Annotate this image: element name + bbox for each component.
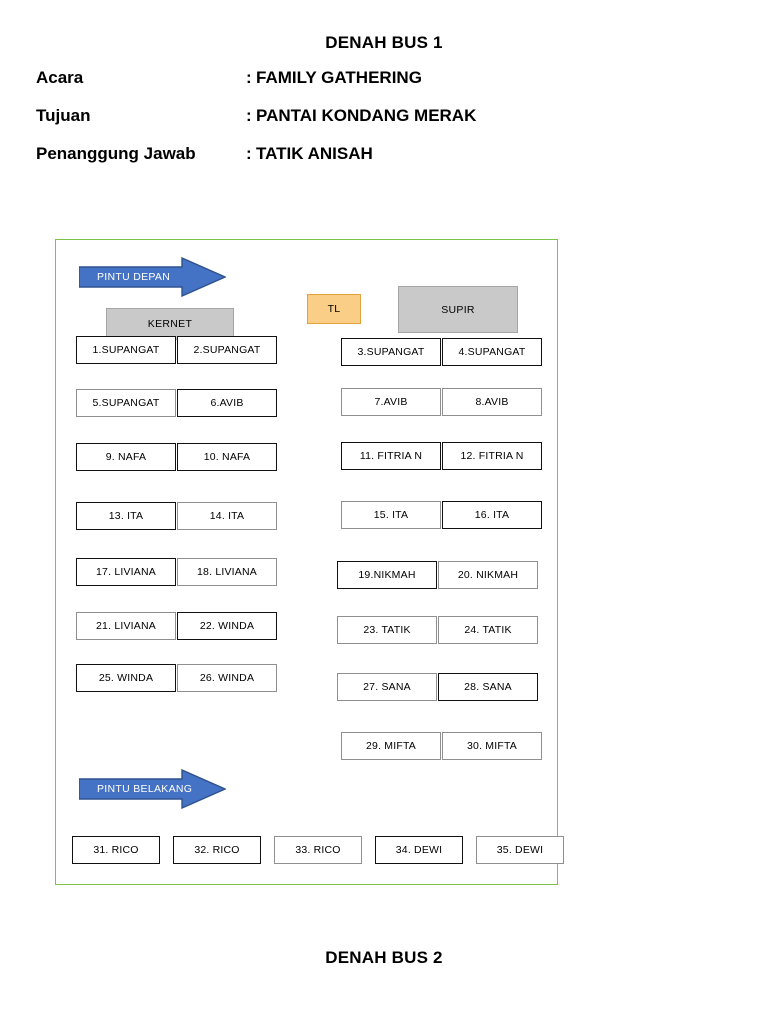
info-label-tujuan: Tujuan bbox=[36, 106, 91, 125]
info-label-penanggung-jawab: Penanggung Jawab bbox=[36, 144, 196, 163]
info-label-acara: Acara bbox=[36, 68, 84, 87]
seat-9[interactable]: 9. NAFA bbox=[76, 443, 176, 471]
seat-1[interactable]: 1.SUPANGAT bbox=[76, 336, 176, 364]
seat-row-3-4: 3.SUPANGAT 4.SUPANGAT bbox=[341, 338, 542, 366]
seat-15[interactable]: 15. ITA bbox=[341, 501, 441, 529]
seat-12[interactable]: 12. FITRIA N bbox=[442, 442, 542, 470]
seat-row-19-20: 19.NIKMAH 20. NIKMAH bbox=[337, 561, 538, 589]
seat-28[interactable]: 28. SANA bbox=[438, 673, 538, 701]
info-separator-tujuan: : bbox=[246, 106, 252, 125]
seat-23[interactable]: 23. TATIK bbox=[337, 616, 437, 644]
seat-31[interactable]: 31. RICO bbox=[72, 836, 160, 864]
seat-32[interactable]: 32. RICO bbox=[173, 836, 261, 864]
seat-row-13-14: 13. ITA 14. ITA bbox=[76, 502, 277, 530]
seat-17[interactable]: 17. LIVIANA bbox=[76, 558, 176, 586]
bottom-page-title: DENAH BUS 2 bbox=[325, 948, 443, 967]
seat-row-29-30: 29. MIFTA 30. MIFTA bbox=[341, 732, 542, 760]
rear-door-arrow: PINTU BELAKANG bbox=[79, 769, 226, 809]
info-separator-acara: : bbox=[246, 68, 252, 87]
seat-11[interactable]: 11. FITRIA N bbox=[341, 442, 441, 470]
header-info-block: Acara : FAMILY GATHERING Tujuan : PANTAI… bbox=[36, 68, 736, 182]
arrow-right-icon bbox=[79, 769, 226, 809]
seat-25[interactable]: 25. WINDA bbox=[76, 664, 176, 692]
seat-4[interactable]: 4.SUPANGAT bbox=[442, 338, 542, 366]
arrow-right-icon bbox=[79, 257, 226, 297]
seat-30[interactable]: 30. MIFTA bbox=[442, 732, 542, 760]
seat-24[interactable]: 24. TATIK bbox=[438, 616, 538, 644]
bus-seating-diagram: PINTU DEPAN KERNET TL SUPIR 1.SUPANGAT 2… bbox=[55, 239, 564, 885]
seat-row-7-8: 7.AVIB 8.AVIB bbox=[341, 388, 542, 416]
seat-34[interactable]: 34. DEWI bbox=[375, 836, 463, 864]
seat-row-25-26: 25. WINDA 26. WINDA bbox=[76, 664, 277, 692]
seat-row-21-22: 21. LIVIANA 22. WINDA bbox=[76, 612, 277, 640]
seat-6[interactable]: 6.AVIB bbox=[177, 389, 277, 417]
tl-label: TL bbox=[327, 303, 341, 315]
kernet-box: KERNET bbox=[106, 308, 234, 340]
seat-row-back: 31. RICO 32. RICO 33. RICO 34. DEWI 35. … bbox=[72, 836, 564, 864]
info-row-penanggung-jawab: Penanggung Jawab : TATIK ANISAH bbox=[36, 144, 736, 182]
seat-5[interactable]: 5.SUPANGAT bbox=[76, 389, 176, 417]
kernet-label: KERNET bbox=[147, 318, 193, 330]
seat-10[interactable]: 10. NAFA bbox=[177, 443, 277, 471]
seat-33[interactable]: 33. RICO bbox=[274, 836, 362, 864]
seat-3[interactable]: 3.SUPANGAT bbox=[341, 338, 441, 366]
seat-8[interactable]: 8.AVIB bbox=[442, 388, 542, 416]
seat-row-5-6: 5.SUPANGAT 6.AVIB bbox=[76, 389, 277, 417]
info-value-tujuan: PANTAI KONDANG MERAK bbox=[256, 106, 477, 125]
seat-row-1-2: 1.SUPANGAT 2.SUPANGAT bbox=[76, 336, 277, 364]
seat-row-23-24: 23. TATIK 24. TATIK bbox=[337, 616, 538, 644]
seat-19[interactable]: 19.NIKMAH bbox=[337, 561, 437, 589]
info-row-acara: Acara : FAMILY GATHERING bbox=[36, 68, 736, 106]
seat-row-27-28: 27. SANA 28. SANA bbox=[337, 673, 538, 701]
info-value-penanggung-jawab: TATIK ANISAH bbox=[256, 144, 373, 163]
seat-7[interactable]: 7.AVIB bbox=[341, 388, 441, 416]
info-row-tujuan: Tujuan : PANTAI KONDANG MERAK bbox=[36, 106, 736, 144]
seat-26[interactable]: 26. WINDA bbox=[177, 664, 277, 692]
seat-22[interactable]: 22. WINDA bbox=[177, 612, 277, 640]
page-title: DENAH BUS 1 bbox=[325, 33, 443, 52]
seat-16[interactable]: 16. ITA bbox=[442, 501, 542, 529]
seat-row-9-10: 9. NAFA 10. NAFA bbox=[76, 443, 277, 471]
info-value-acara: FAMILY GATHERING bbox=[256, 68, 422, 87]
seat-row-15-16: 15. ITA 16. ITA bbox=[341, 501, 542, 529]
seat-13[interactable]: 13. ITA bbox=[76, 502, 176, 530]
rear-door-label: PINTU BELAKANG bbox=[97, 783, 193, 795]
front-door-label: PINTU DEPAN bbox=[97, 271, 171, 283]
seat-29[interactable]: 29. MIFTA bbox=[341, 732, 441, 760]
front-door-arrow: PINTU DEPAN bbox=[79, 257, 226, 297]
seat-20[interactable]: 20. NIKMAH bbox=[438, 561, 538, 589]
supir-box: SUPIR bbox=[398, 286, 518, 333]
seat-2[interactable]: 2.SUPANGAT bbox=[177, 336, 277, 364]
seat-14[interactable]: 14. ITA bbox=[177, 502, 277, 530]
seat-18[interactable]: 18. LIVIANA bbox=[177, 558, 277, 586]
seat-row-11-12: 11. FITRIA N 12. FITRIA N bbox=[341, 442, 542, 470]
seat-21[interactable]: 21. LIVIANA bbox=[76, 612, 176, 640]
info-separator-penanggung-jawab: : bbox=[246, 144, 252, 163]
supir-label: SUPIR bbox=[441, 303, 475, 316]
seat-row-17-18: 17. LIVIANA 18. LIVIANA bbox=[76, 558, 277, 586]
seat-27[interactable]: 27. SANA bbox=[337, 673, 437, 701]
tl-box: TL bbox=[307, 294, 361, 324]
seat-35[interactable]: 35. DEWI bbox=[476, 836, 564, 864]
